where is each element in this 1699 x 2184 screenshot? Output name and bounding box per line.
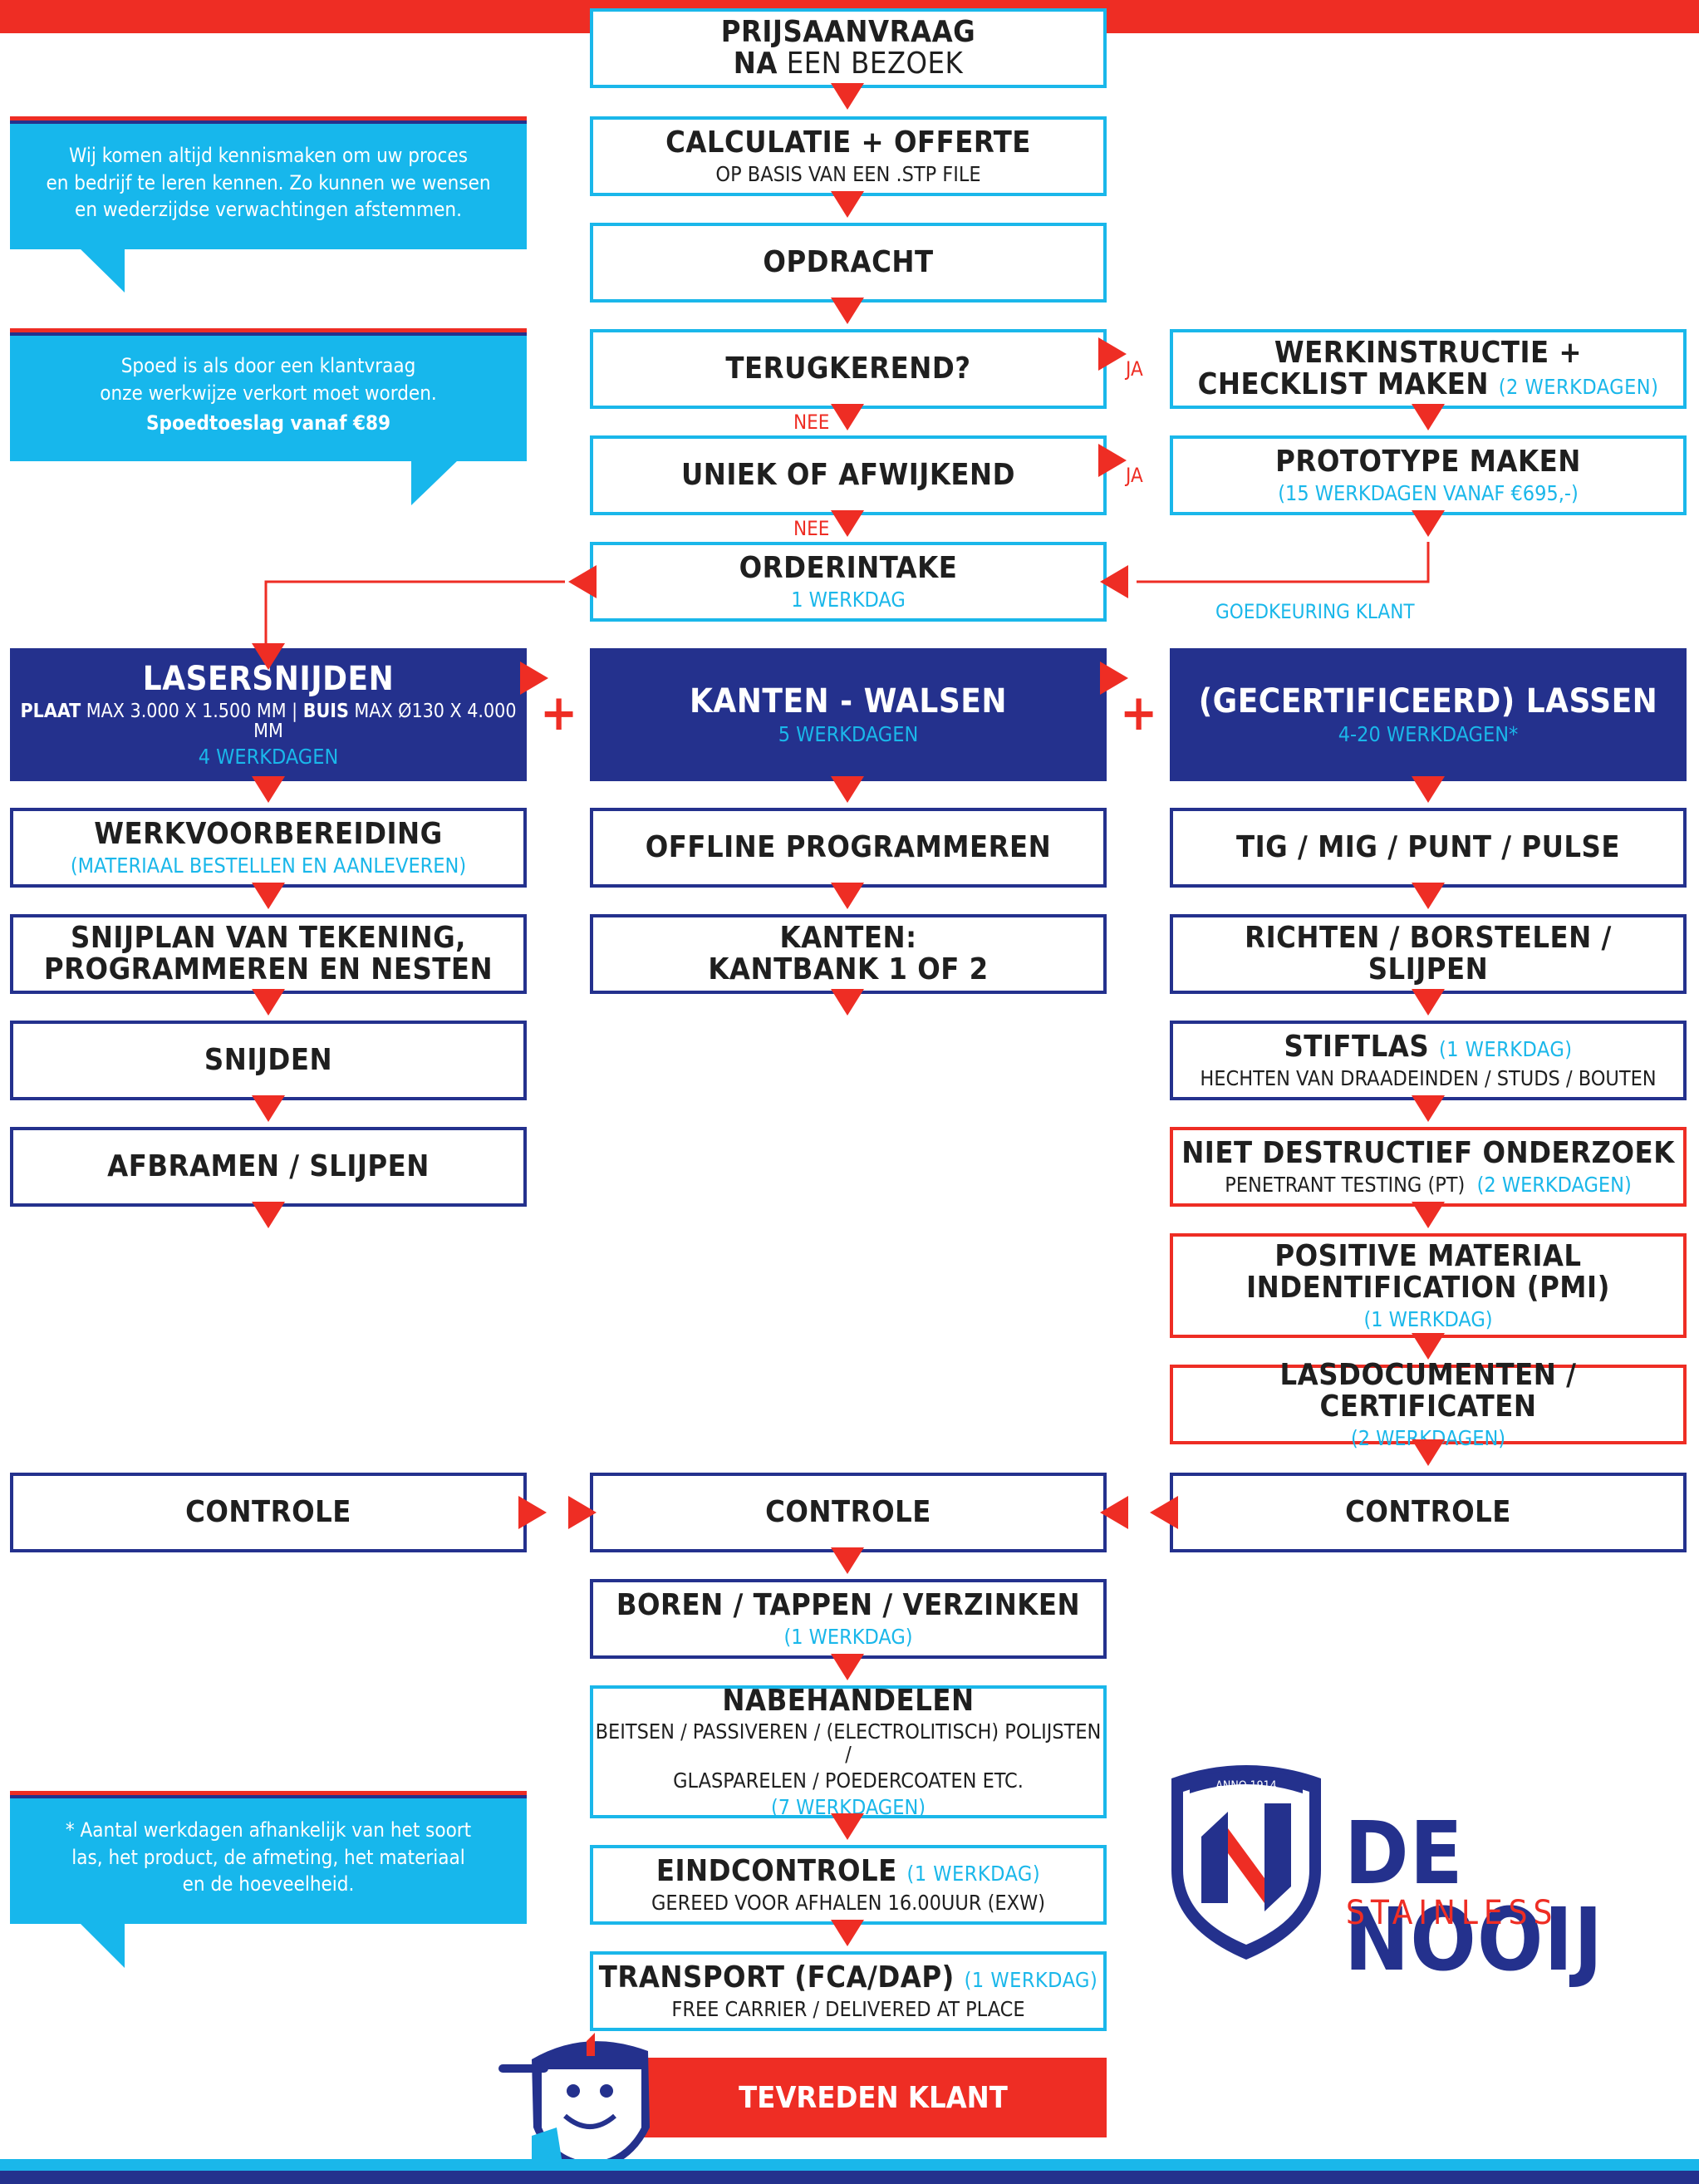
arrow-left-icon: [1100, 1496, 1128, 1529]
arrow-down-icon: [831, 1920, 864, 1946]
box-afbramen: AFBRAMEN / SLIJPEN: [10, 1127, 527, 1207]
arrow-right-icon: [568, 1496, 597, 1529]
arrow-down-icon: [831, 1547, 864, 1574]
box-boren: BOREN / TAPPEN / VERZINKEN (1 WERKDAG): [590, 1579, 1107, 1659]
arrow-down-icon: [1412, 1202, 1445, 1228]
box-snijden: SNIJDEN: [10, 1021, 527, 1100]
arrow-down-icon: [831, 883, 864, 909]
prijsaanvraag-line2: EEN BEZOEK: [777, 47, 964, 81]
arrow-down-icon: [252, 643, 285, 670]
box-tevreden-klant: TEVREDEN KLANT: [640, 2058, 1107, 2137]
info-note-werkdagen: * Aantal werkdagen afhankelijk van het s…: [10, 1791, 527, 1924]
logo-shield-icon: ANNO 1914: [1171, 1765, 1321, 1960]
plus-sign-2: +: [1120, 684, 1158, 742]
box-orderintake: ORDERINTAKE 1 WERKDAG: [590, 542, 1107, 622]
box-eindcontrole: EINDCONTROLE (1 WERKDAG) GEREED VOOR AFH…: [590, 1845, 1107, 1925]
box-opdracht: OPDRACHT: [590, 223, 1107, 303]
arrow-down-icon: [1412, 1439, 1445, 1466]
arrow-down-icon: [1412, 1333, 1445, 1360]
arrow-down-icon: [831, 83, 864, 110]
box-terugkerend: TERUGKEREND?: [590, 329, 1107, 409]
arrow-down-icon: [831, 298, 864, 324]
box-richten: RICHTEN / BORSTELEN / SLIJPEN: [1170, 914, 1687, 994]
arrow-down-icon: [1412, 883, 1445, 909]
mascot-icon: [498, 2033, 650, 2177]
arrow-down-icon: [831, 404, 864, 430]
note-tail-1: [79, 248, 125, 293]
info-note-spoed: Spoed is als door een klantvraag onze we…: [10, 328, 527, 461]
note-tail-3: [79, 1922, 125, 1968]
note-tail-2: [411, 460, 459, 505]
label-nee-uniek: NEE: [793, 517, 830, 540]
arrow-left-icon: [1150, 1496, 1178, 1529]
box-werkvoorbereiding: WERKVOORBEREIDING (MATERIAAL BESTELLEN E…: [10, 808, 527, 888]
box-transport: TRANSPORT (FCA/DAP) (1 WERKDAG) FREE CAR…: [590, 1951, 1107, 2031]
bottom-cyan-bar: [0, 2159, 1699, 2171]
box-prototype: PROTOTYPE MAKEN (15 WERKDAGEN VANAF €695…: [1170, 435, 1687, 515]
arrow-down-icon: [831, 1654, 864, 1680]
connector-to-lasersnijden: [264, 580, 565, 648]
box-offline-programmeren: OFFLINE PROGRAMMEREN: [590, 808, 1107, 888]
box-stiftlas: STIFTLAS (1 WERKDAG) HECHTEN VAN DRAADEI…: [1170, 1021, 1687, 1100]
label-nee-terugkerend: NEE: [793, 411, 830, 434]
arrow-down-icon: [1412, 1095, 1445, 1122]
box-controle-right: CONTROLE: [1170, 1473, 1687, 1552]
arrow-down-icon: [1412, 776, 1445, 803]
box-controle-left: CONTROLE: [10, 1473, 527, 1552]
logo-anno: ANNO 1914: [1215, 1779, 1276, 1793]
arrow-right-icon: [1098, 337, 1127, 371]
box-calculatie: CALCULATIE + OFFERTE OP BASIS VAN EEN .S…: [590, 116, 1107, 196]
arrow-down-icon: [1412, 404, 1445, 430]
arrow-down-icon: [831, 510, 864, 537]
arrow-down-icon: [1412, 510, 1445, 537]
prijsaanvraag-na: NA: [733, 47, 778, 81]
arrow-down-icon: [252, 776, 285, 803]
label-goedkeuring-klant: GOEDKEURING KLANT: [1215, 600, 1415, 623]
box-tig-mig: TIG / MIG / PUNT / PULSE: [1170, 808, 1687, 888]
box-werkinstructie: WERKINSTRUCTIE + CHECKLIST MAKEN (2 WERK…: [1170, 329, 1687, 409]
logo-name: DE NOOIJ: [1344, 1803, 1603, 1990]
arrow-down-icon: [252, 1202, 285, 1228]
prijsaanvraag-line1: PRIJSAANVRAAG: [720, 15, 976, 50]
arrow-left-icon: [1100, 565, 1128, 598]
header-kanten-walsen: KANTEN - WALSEN 5 WERKDAGEN: [590, 648, 1107, 781]
arrow-right-icon: [1098, 444, 1127, 477]
label-ja-terugkerend: JA: [1126, 357, 1143, 381]
box-lasdocumenten: LASDOCUMENTEN / CERTIFICATEN (2 WERKDAGE…: [1170, 1360, 1687, 1449]
arrow-down-icon: [831, 776, 864, 803]
plus-sign-1: +: [540, 684, 578, 742]
box-pmi: POSITIVE MATERIAL INDENTIFICATION (PMI) …: [1170, 1233, 1687, 1338]
arrow-right-icon: [520, 662, 548, 695]
connector-goedkeuring: [1137, 542, 1430, 583]
box-snijplan: SNIJPLAN VAN TEKENING, PROGRAMMEREN EN N…: [10, 914, 527, 994]
arrow-down-icon: [1412, 989, 1445, 1016]
arrow-down-icon: [252, 883, 285, 909]
header-lasersnijden: LASERSNIJDEN PLAAT MAX 3.000 X 1.500 MM …: [10, 648, 527, 781]
arrow-right-icon: [518, 1496, 547, 1529]
label-ja-uniek: JA: [1126, 464, 1143, 487]
bottom-navy-bar: [0, 2171, 1699, 2184]
arrow-down-icon: [252, 989, 285, 1016]
logo-subtitle: STAINLESS: [1346, 1894, 1559, 1932]
arrow-left-icon: [568, 565, 597, 598]
arrow-down-icon: [252, 1095, 285, 1122]
arrow-right-icon: [1100, 662, 1128, 695]
info-note-kennismaken: Wij komen altijd kennismaken om uw proce…: [10, 116, 527, 249]
arrow-down-icon: [831, 989, 864, 1016]
box-kanten: KANTEN: KANTBANK 1 OF 2: [590, 914, 1107, 994]
arrow-down-icon: [831, 1813, 864, 1840]
arrow-down-icon: [831, 191, 864, 218]
header-lassen: (GECERTIFICEERD) LASSEN 4-20 WERKDAGEN*: [1170, 648, 1687, 781]
